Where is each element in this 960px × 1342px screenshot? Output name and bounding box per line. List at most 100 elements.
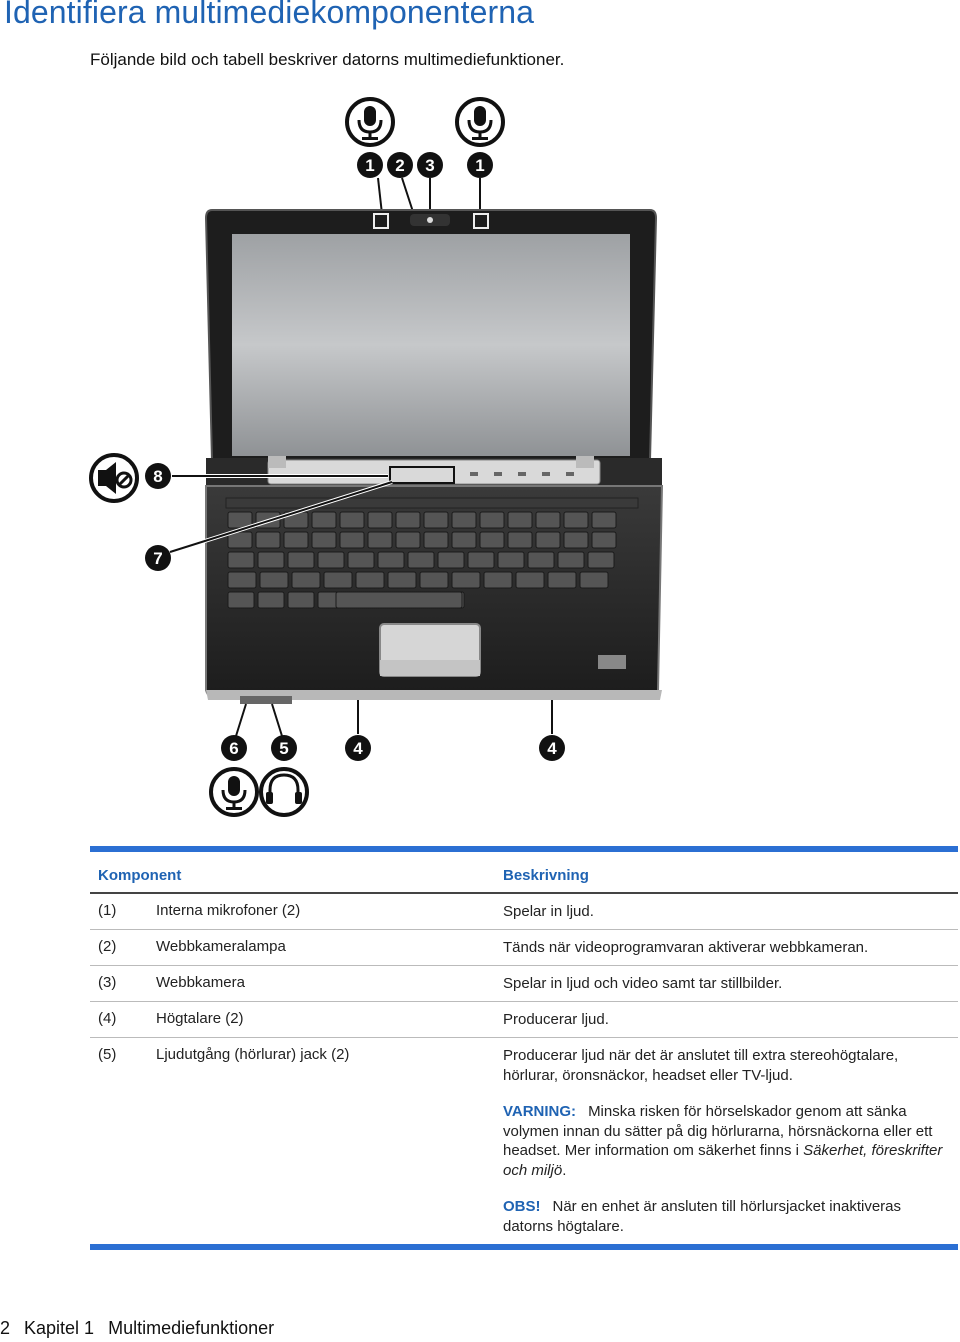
callout-2: 2 — [387, 152, 413, 178]
row-component: Webbkameralampa — [156, 938, 286, 955]
microphone-icon — [209, 767, 259, 817]
obs-label: OBS! — [503, 1198, 541, 1215]
keyboard-key — [483, 571, 513, 589]
keyboard-key — [395, 511, 421, 529]
keyboard-key — [227, 571, 257, 589]
keyboard-key — [515, 571, 545, 589]
keyboard-key — [257, 591, 285, 609]
keyboard-key — [579, 571, 609, 589]
svg-text:8: 8 — [153, 467, 162, 486]
keyboard-key — [507, 511, 533, 529]
keyboard-key — [395, 531, 421, 549]
warning-note: VARNING:Minska risken för hörselskador g… — [503, 1102, 953, 1180]
keyboard-key — [591, 511, 617, 529]
keyboard-key — [419, 571, 449, 589]
obs-text: När en enhet är ansluten till hörlursjac… — [503, 1198, 902, 1235]
keyboard-key — [257, 551, 285, 569]
row-number: (4) — [98, 1010, 117, 1027]
svg-text:2: 2 — [395, 156, 404, 175]
keyboard-key — [387, 571, 417, 589]
svg-text:1: 1 — [365, 156, 374, 175]
callout-6: 6 — [221, 735, 247, 761]
header-component: Komponent — [98, 867, 182, 884]
obs-note: OBS!När en enhet är ansluten till hörlur… — [503, 1197, 953, 1236]
speaker-highlight — [389, 466, 455, 484]
table-row: (3) Webbkamera Spelar in ljud och video … — [90, 966, 958, 1002]
page-footer: 2 Kapitel 1 Multimediefunktioner — [0, 1318, 288, 1339]
warning-label: VARNING: — [503, 1103, 577, 1120]
keyboard-key — [479, 531, 505, 549]
keyboard-key — [355, 571, 385, 589]
keyboard-key — [291, 571, 321, 589]
table-row: (2) Webbkameralampa Tänds när videoprogr… — [90, 930, 958, 966]
keyboard-key — [479, 511, 505, 529]
table-bottom-rule — [90, 1244, 958, 1250]
keyboard-key — [467, 551, 495, 569]
row-description: Producerar ljud. — [503, 1011, 609, 1028]
keyboard-key — [437, 551, 465, 569]
chapter-label: Kapitel 1 — [24, 1318, 95, 1338]
keyboard-key — [407, 551, 435, 569]
microphone-icon — [345, 97, 395, 147]
warning-text: Minska risken för hörselskador genom att… — [503, 1103, 933, 1159]
header-description: Beskrivning — [503, 867, 589, 884]
warning-doc-title: Säkerhet, föreskrifter och miljö — [503, 1142, 943, 1179]
callout-4: 4 — [345, 735, 371, 761]
keyboard-key — [287, 591, 315, 609]
callout-3: 3 — [417, 152, 443, 178]
keyboard-key — [283, 531, 309, 549]
keyboard-key — [255, 531, 281, 549]
keyboard-key — [287, 551, 315, 569]
keyboard-key — [339, 531, 365, 549]
keyboard-key — [563, 531, 589, 549]
chapter-title: Multimediefunktioner — [108, 1318, 275, 1338]
svg-text:7: 7 — [153, 549, 162, 568]
row-description: Spelar in ljud och video samt tar stillb… — [503, 975, 783, 992]
keyboard-key — [377, 551, 405, 569]
keyboard-key — [527, 551, 555, 569]
keyboard-key — [423, 531, 449, 549]
keyboard-key — [311, 511, 337, 529]
keyboard-key — [591, 531, 617, 549]
svg-text:5: 5 — [279, 739, 288, 758]
page-number: 2 — [0, 1318, 11, 1338]
keyboard-key — [497, 551, 525, 569]
keyboard-key — [423, 511, 449, 529]
callout-4b: 4 — [539, 735, 565, 761]
row-description: Spelar in ljud. — [503, 903, 594, 920]
callout-1: 1 — [357, 152, 383, 178]
keyboard-key — [507, 531, 533, 549]
keyboard-key — [367, 511, 393, 529]
row-component: Webbkamera — [156, 974, 245, 991]
callout-7: 7 — [145, 545, 171, 571]
intro-text: Följande bild och tabell beskriver dator… — [90, 50, 565, 69]
keyboard-key — [451, 571, 481, 589]
svg-text:3: 3 — [425, 156, 434, 175]
callout-8: 8 — [145, 463, 171, 489]
keyboard-key — [323, 571, 353, 589]
microphone-icon — [455, 97, 505, 147]
keyboard-key — [367, 531, 393, 549]
callout-1b: 1 — [467, 152, 493, 178]
keyboard-key — [587, 551, 615, 569]
mute-speaker-icon — [89, 453, 139, 503]
row-description: Tänds när videoprogramvaran aktiverar we… — [503, 939, 869, 956]
row-number: (2) — [98, 938, 117, 955]
row-number: (1) — [98, 902, 117, 919]
row-component: Ljudutgång (hörlurar) jack (2) — [156, 1046, 350, 1063]
row-number: (5) — [98, 1046, 117, 1063]
keyboard-key — [227, 551, 255, 569]
keyboard-key — [227, 591, 255, 609]
table-top-rule — [90, 846, 958, 852]
laptop-screen — [232, 234, 630, 456]
svg-text:1: 1 — [475, 156, 484, 175]
components-table: Komponent Beskrivning (1) Interna mikrof… — [90, 846, 958, 1250]
table-row: (5) Ljudutgång (hörlurar) jack (2) Produ… — [90, 1038, 958, 1244]
table-row: (4) Högtalare (2) Producerar ljud. — [90, 1002, 958, 1038]
warning-end: . — [562, 1161, 567, 1179]
row-number: (3) — [98, 974, 117, 991]
keyboard-key — [347, 551, 375, 569]
callout-5: 5 — [271, 735, 297, 761]
keyboard-key — [317, 551, 345, 569]
table-row: (1) Interna mikrofoner (2) Spelar in lju… — [90, 894, 958, 930]
